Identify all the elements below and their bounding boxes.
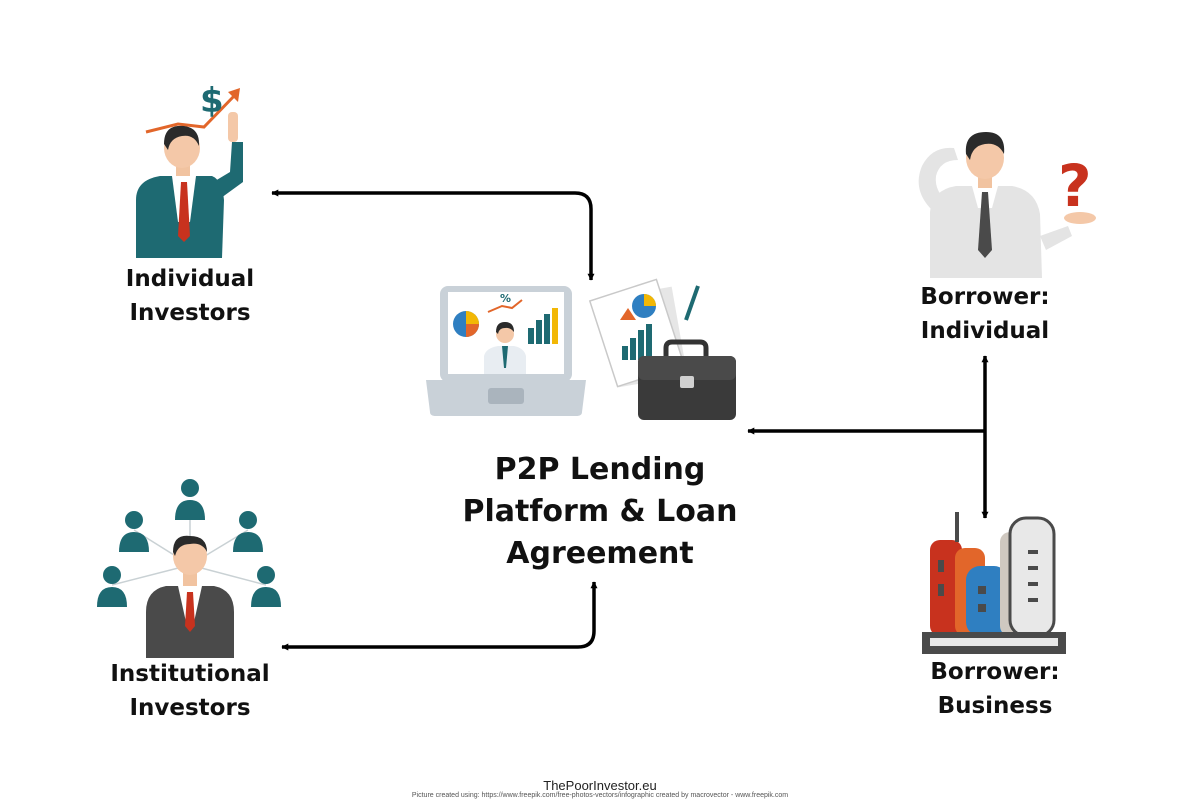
confused-man-question-icon: ? [918, 132, 1096, 278]
individual-investors-label: Individual Investors [100, 262, 280, 330]
businessman-network-icon [97, 479, 281, 658]
arrow-individual-investors-platform [271, 189, 595, 281]
institutional-investors-label: Institutional Investors [90, 657, 290, 725]
individual-investors-line2: Investors [129, 300, 251, 326]
platform-title-line2: Platform & Loan [462, 494, 738, 529]
city-buildings-icon [922, 512, 1066, 654]
individual-investors-line1: Individual [125, 266, 255, 292]
briefcase-icon [638, 339, 736, 420]
footer-image-credit: Picture created using: https://www.freep… [411, 792, 789, 799]
borrower-business-label: Borrower: Business [910, 655, 1080, 723]
institutional-investors-line1: Institutional [110, 661, 270, 687]
borrower-individual-line2: Individual [920, 318, 1050, 344]
dollar-sign: $ [200, 81, 224, 121]
platform-title-line1: P2P Lending [494, 452, 706, 487]
borrower-individual-label: Borrower: Individual [900, 280, 1070, 348]
borrower-business-line1: Borrower: [930, 659, 1060, 685]
laptop-dashboard-icon: % [426, 286, 586, 416]
footer-site-name: ThePoorInvestor.eu [543, 778, 657, 793]
percent-sign: % [500, 292, 511, 305]
question-mark: ? [1058, 152, 1092, 220]
platform-title: P2P Lending Platform & Loan Agreement [430, 449, 770, 575]
arrow-institutional-investors-platform [281, 581, 598, 651]
institutional-investors-line2: Investors [129, 695, 251, 721]
platform-title-line3: Agreement [506, 536, 694, 571]
borrower-individual-line1: Borrower: [920, 284, 1050, 310]
businessman-pointing-growth-icon: $ [136, 81, 243, 258]
borrower-business-line2: Business [937, 693, 1053, 719]
